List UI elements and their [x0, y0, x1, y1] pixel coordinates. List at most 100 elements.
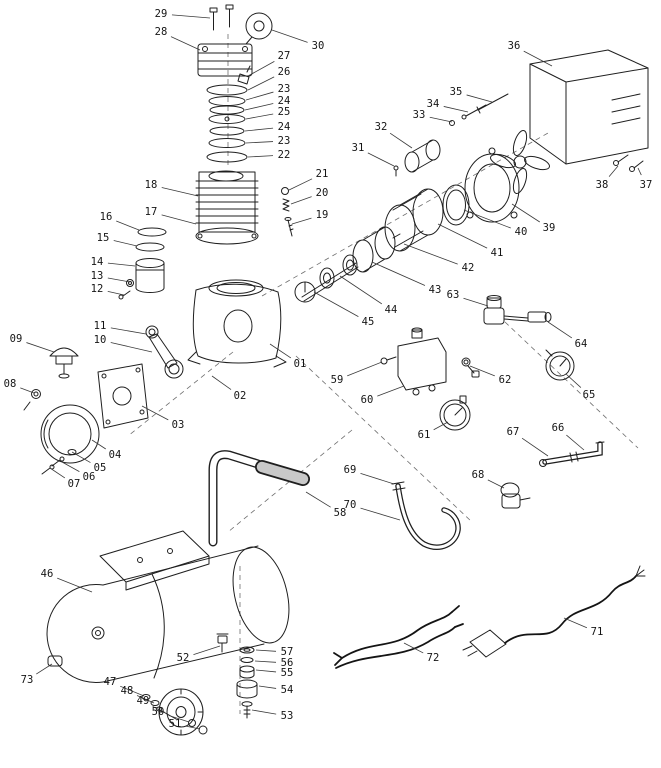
- outlet-tube: [539, 441, 605, 467]
- handle: [208, 450, 310, 547]
- head-bolts: [209, 4, 234, 31]
- valve-hardware: [281, 187, 294, 237]
- part-number-30: 30: [312, 40, 325, 52]
- leader-line-27: [247, 60, 275, 77]
- leader-line-01: [269, 343, 292, 359]
- leader-line-23b: [245, 141, 274, 144]
- part-number-60: 60: [361, 394, 374, 406]
- leader-line-37: [637, 167, 642, 176]
- part-number-54: 54: [281, 684, 294, 696]
- part-number-34: 34: [427, 98, 440, 110]
- leader-line-33: [429, 116, 453, 123]
- valve-plate-stack: [206, 84, 248, 163]
- part-number-70: 70: [344, 499, 357, 511]
- leader-line-25: [245, 113, 274, 120]
- part-number-14: 14: [91, 256, 104, 268]
- part-number-04: 04: [109, 449, 122, 461]
- pressure-gauge-right: [545, 349, 575, 381]
- part-number-27: 27: [278, 50, 291, 62]
- leader-line-64: [547, 321, 573, 339]
- leader-line-50: [168, 714, 190, 723]
- part-number-08: 08: [4, 378, 17, 390]
- leader-line-21: [288, 178, 313, 191]
- motor-rotor: [352, 226, 401, 273]
- part-number-45: 45: [362, 316, 375, 328]
- part-number-63: 63: [447, 289, 460, 301]
- leader-line-63: [463, 297, 489, 307]
- part-number-46: 46: [41, 568, 54, 580]
- leader-line-73: [36, 663, 53, 675]
- part-number-15: 15: [97, 232, 110, 244]
- intake-filter: [23, 347, 79, 411]
- leader-line-28: [170, 36, 201, 51]
- part-number-28: 28: [155, 26, 168, 38]
- fan-shroud: [529, 49, 649, 165]
- leader-line-38: [608, 165, 619, 177]
- part-number-06: 06: [83, 471, 96, 483]
- part-number-23a: 23: [278, 83, 291, 95]
- part-number-57: 57: [281, 646, 294, 658]
- part-number-36: 36: [508, 40, 521, 52]
- leader-line-46: [57, 577, 93, 593]
- part-number-10: 10: [94, 334, 107, 346]
- part-number-49: 49: [137, 695, 150, 707]
- leader-line-08: [20, 387, 35, 394]
- crankshaft: [294, 254, 359, 303]
- leader-line-34: [443, 106, 469, 113]
- leader-line-06: [61, 461, 80, 473]
- drain-parts: [216, 633, 258, 719]
- elbow-fitting: [237, 65, 251, 85]
- leader-line-71: [563, 617, 588, 629]
- part-number-22: 22: [278, 149, 291, 161]
- leader-line-49: [152, 705, 164, 713]
- cooling-fan: [490, 130, 550, 194]
- part-number-48: 48: [121, 685, 134, 697]
- motor-stator: [384, 188, 444, 252]
- shroud-screws: [613, 154, 644, 172]
- cover-plate: [97, 363, 149, 429]
- part-number-69: 69: [344, 464, 357, 476]
- part-number-17: 17: [145, 206, 158, 218]
- leader-line-03: [141, 405, 169, 421]
- leader-line-56: [254, 660, 277, 663]
- part-number-18: 18: [145, 179, 158, 191]
- leader-line-65: [565, 373, 582, 388]
- leader-line-44: [339, 275, 383, 305]
- part-number-68: 68: [472, 469, 485, 481]
- leader-line-09: [26, 342, 55, 353]
- cylinder-head: [197, 43, 253, 77]
- part-number-33: 33: [413, 109, 426, 121]
- part-number-03: 03: [172, 419, 185, 431]
- construction-lines: [127, 34, 639, 714]
- piston-assembly: [118, 227, 167, 300]
- pressure-switch: [380, 327, 447, 396]
- part-number-23b: 23: [278, 135, 291, 147]
- diagram-artwork: [23, 4, 649, 736]
- air-tank: [46, 530, 290, 683]
- leader-line-32: [389, 132, 413, 149]
- leader-line-12: [107, 290, 125, 296]
- part-number-71: 71: [591, 626, 604, 638]
- part-number-24a: 24: [278, 95, 291, 107]
- part-number-11: 11: [94, 320, 107, 332]
- leader-line-57: [255, 649, 277, 652]
- part-number-05: 05: [94, 462, 107, 474]
- leader-line-24b: [244, 127, 274, 132]
- leader-line-41: [437, 223, 488, 249]
- leader-line-31: [367, 152, 395, 167]
- leader-line-20: [290, 196, 312, 205]
- motor-bolts: [449, 93, 509, 126]
- part-number-21: 21: [316, 168, 329, 180]
- leader-line-40: [463, 209, 511, 229]
- leader-line-48: [136, 695, 155, 704]
- leader-line-23a: [245, 91, 274, 101]
- part-number-55: 55: [281, 667, 294, 679]
- leader-line-59: [347, 361, 383, 377]
- part-number-58: 58: [334, 507, 347, 519]
- leader-line-11: [110, 327, 147, 335]
- leader-line-05: [71, 451, 91, 463]
- part-number-38: 38: [596, 179, 609, 191]
- part-number-09: 09: [10, 333, 23, 345]
- check-valve: [500, 482, 531, 509]
